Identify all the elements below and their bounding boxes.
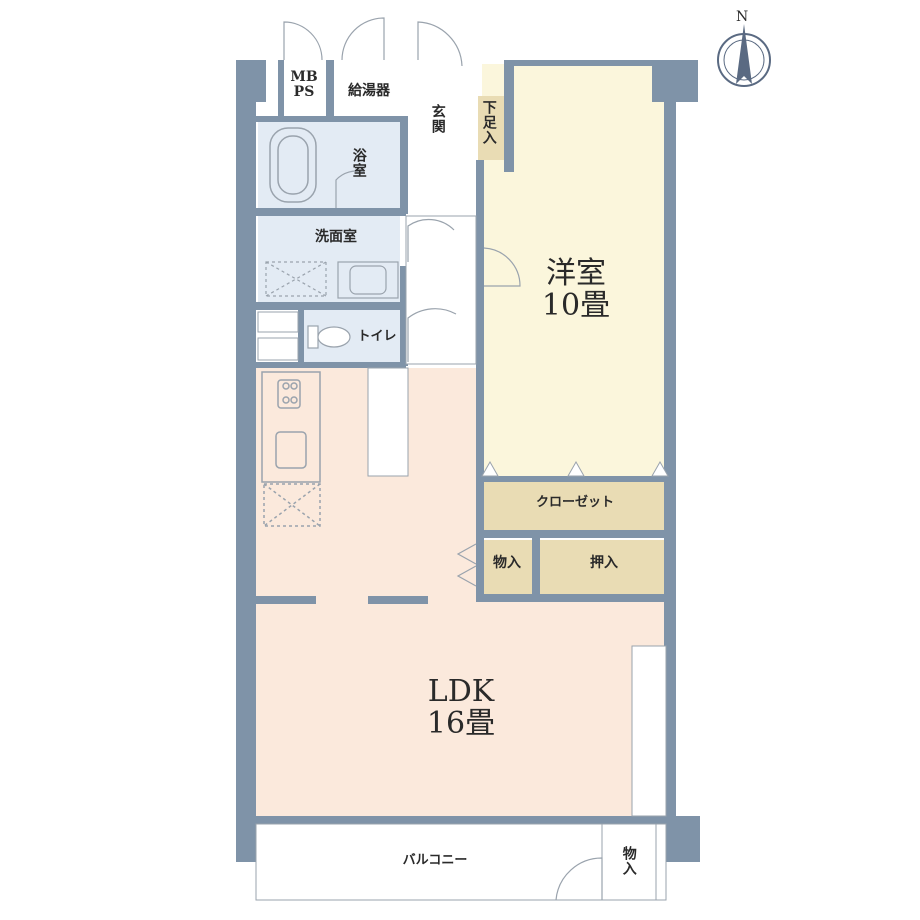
closet-door-marks — [481, 460, 669, 477]
bath-floor — [258, 122, 400, 208]
mbps-line1: MB — [290, 69, 318, 85]
bath-label: 浴室 — [350, 148, 367, 178]
washroom-fixtures — [265, 261, 399, 299]
window-frames — [255, 215, 667, 901]
ldk-size: 16畳 — [426, 705, 496, 741]
storage-floor — [482, 540, 532, 594]
shoe-cabinet-floor — [478, 96, 504, 160]
oshiire-label: 押入 — [590, 555, 618, 571]
western-room-size: 10畳 — [541, 287, 611, 323]
kitchen-counter — [261, 371, 321, 527]
compass-north-label: N — [736, 9, 749, 25]
ldk-label: LDK 16畳 — [396, 676, 526, 739]
bathtub — [269, 127, 317, 203]
shoe-cabinet-label: 下足入 — [480, 100, 497, 145]
ldk-floor — [256, 368, 476, 600]
washroom-floor — [258, 216, 400, 302]
western-room-label: 洋室 10畳 — [516, 258, 636, 321]
washroom-label: 洗面室 — [315, 229, 357, 245]
closet-floor — [482, 482, 668, 530]
toilet-label: トイレ — [357, 329, 397, 344]
balcony-label: バルコニー — [402, 853, 468, 868]
compass-icon — [717, 24, 771, 87]
mbps-label: MB PS — [284, 70, 324, 99]
oshiire-floor — [540, 540, 668, 594]
ldk-name: LDK — [427, 674, 495, 709]
toilet-fixture — [307, 325, 351, 349]
closet-label: クローゼット — [535, 495, 614, 510]
storage-label: 物入 — [493, 555, 521, 571]
mbps-line2: PS — [293, 83, 315, 100]
door-swings — [283, 17, 603, 901]
water-heater-label: 給湯器 — [348, 83, 390, 99]
balcony-storage-label: 物入 — [620, 846, 637, 876]
entrance-label: 玄関 — [429, 104, 446, 134]
western-room-name: 洋室 — [546, 256, 606, 291]
ldk-floor-lower — [256, 598, 668, 820]
